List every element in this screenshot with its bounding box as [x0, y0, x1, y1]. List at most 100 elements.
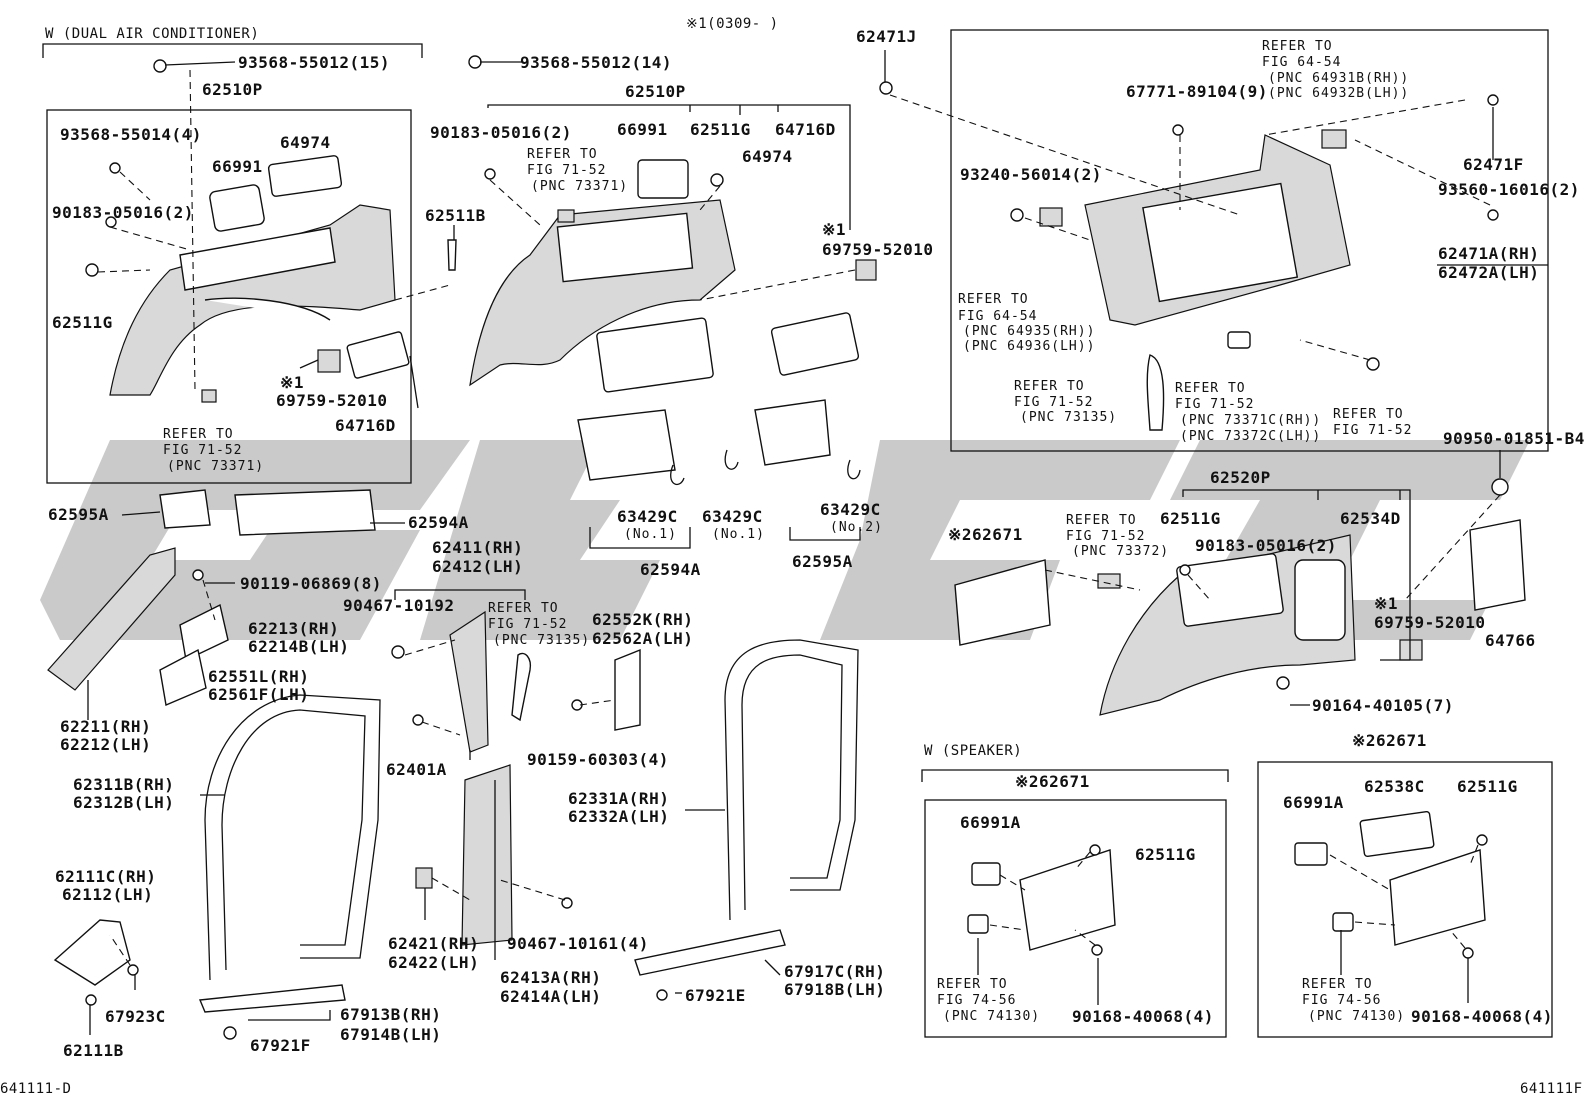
- refer-label: FIG 71-52: [1175, 397, 1254, 412]
- part-lower-trim-right: [954, 519, 1526, 716]
- part-label: 93240-56014(2): [960, 165, 1102, 184]
- refer-label: REFER TO: [1262, 39, 1333, 54]
- part-label: 64974: [280, 133, 331, 152]
- part-label: 62511G: [1160, 509, 1221, 528]
- part-label: 62538C: [1364, 777, 1425, 796]
- refer-label: (No.1): [624, 527, 677, 542]
- part-label: 90467-10192: [343, 596, 454, 615]
- refer-label: REFER TO: [1302, 977, 1373, 992]
- refer-label: REFER TO: [163, 427, 234, 442]
- part-label: 62510P: [202, 80, 263, 99]
- part-label: 69759-52010: [822, 240, 933, 259]
- refer-label: (No.2): [830, 520, 883, 535]
- part-label: 90183-05016(2): [430, 123, 572, 142]
- refer-label: (PNC 64935(RH)): [963, 324, 1095, 339]
- part-label: 90168-40068(4): [1411, 1007, 1553, 1026]
- part-label: 62413A(RH): [500, 968, 601, 987]
- part-label: 67917C(RH): [784, 962, 885, 981]
- part-label: 67921F: [250, 1036, 311, 1055]
- part-label: 90168-40068(4): [1072, 1007, 1214, 1026]
- part-label: 62520P: [1210, 468, 1271, 487]
- part-label: 64716D: [335, 416, 396, 435]
- part-label: 93568-55014(4): [60, 125, 202, 144]
- part-label: 67771-89104(9): [1126, 82, 1268, 101]
- part-label: 62471A(RH): [1438, 244, 1539, 263]
- refer-label: FIG 64-54: [1262, 55, 1341, 70]
- refer-label: (PNC 73371C(RH)): [1180, 413, 1321, 428]
- part-label: ※262671: [948, 525, 1023, 544]
- refer-label: FIG 71-52: [1014, 395, 1093, 410]
- part-label: 62594A: [408, 513, 469, 532]
- part-label: 63429C: [702, 507, 763, 526]
- footer-left-code: 641111-D: [0, 1081, 71, 1097]
- part-speaker-boxes: [967, 810, 1488, 959]
- part-label: 62212(LH): [60, 735, 151, 754]
- part-label: 62414A(LH): [500, 987, 601, 1006]
- part-pillars-weatherstrips: [47, 547, 859, 1040]
- group-frames: [42, 29, 1553, 1038]
- refer-label: FIG 64-54: [958, 309, 1037, 324]
- refer-label: (PNC 64936(LH)): [963, 339, 1095, 354]
- part-label: 62311B(RH): [73, 775, 174, 794]
- part-label: 62422(LH): [388, 953, 479, 972]
- part-label: 62595A: [792, 552, 853, 571]
- part-label: 90183-05016(2): [1195, 536, 1337, 555]
- header-note: ※1(0309- ): [686, 16, 779, 32]
- part-label: ※1: [822, 220, 846, 239]
- part-label: 62111C(RH): [55, 867, 156, 886]
- part-label: 67923C: [105, 1007, 166, 1026]
- refer-label: (PNC 73135): [493, 633, 590, 648]
- footer-right-code: 641111F: [1520, 1081, 1583, 1097]
- part-label: 62511G: [1135, 845, 1196, 864]
- part-label: ※262671: [1015, 772, 1090, 791]
- refer-label: FIG 71-52: [1333, 423, 1412, 438]
- leader-lines: [87, 50, 1548, 1035]
- part-label: 62214B(LH): [248, 637, 349, 656]
- part-label: 62111B: [63, 1041, 124, 1060]
- part-label: 63429C: [617, 507, 678, 526]
- part-label: 93568-55012(14): [520, 53, 672, 72]
- refer-label: REFER TO: [937, 977, 1008, 992]
- part-label: 62312B(LH): [73, 793, 174, 812]
- part-label: 93560-16016(2): [1438, 180, 1580, 199]
- part-label: 66991A: [960, 813, 1021, 832]
- part-label: 62471F: [1463, 155, 1524, 174]
- refer-label: REFER TO: [1333, 407, 1404, 422]
- refer-label: FIG 71-52: [1066, 529, 1145, 544]
- refer-label: FIG 74-56: [937, 993, 1016, 1008]
- part-label: 62421(RH): [388, 934, 479, 953]
- part-label: 62562A(LH): [592, 629, 693, 648]
- refer-label: REFER TO: [1014, 379, 1085, 394]
- part-label: ※262671: [1352, 731, 1427, 750]
- refer-label: FIG 71-52: [527, 163, 606, 178]
- part-label: 62561F(LH): [208, 685, 309, 704]
- refer-label: FIG 74-56: [1302, 993, 1381, 1008]
- part-label: 67921E: [685, 986, 746, 1005]
- part-label: 62551L(RH): [208, 667, 309, 686]
- refer-label: (PNC 73135): [1020, 410, 1117, 425]
- refer-label: REFER TO: [1066, 513, 1137, 528]
- part-label: 62595A: [48, 505, 109, 524]
- group-title-dual-ac: W (DUAL AIR CONDITIONER): [45, 26, 259, 42]
- part-label: 62331A(RH): [568, 789, 669, 808]
- part-label: 62411(RH): [432, 538, 523, 557]
- part-label: 62332A(LH): [568, 807, 669, 826]
- part-label: 67914B(LH): [340, 1025, 441, 1044]
- refer-label: (PNC 73372): [1072, 544, 1169, 559]
- assembly-dashed-lines: [97, 69, 1501, 966]
- part-label: 90159-60303(4): [527, 750, 669, 769]
- part-label: 66991: [617, 120, 668, 139]
- part-air-ducts: [159, 399, 861, 536]
- part-label: 64766: [1485, 631, 1536, 650]
- refer-label: (PNC 73371): [167, 459, 264, 474]
- refer-label: (PNC 74130): [943, 1009, 1040, 1024]
- part-label: 90467-10161(4): [507, 934, 649, 953]
- part-label: 64716D: [775, 120, 836, 139]
- part-label: 62534D: [1340, 509, 1401, 528]
- part-label: 66991: [212, 157, 263, 176]
- refer-label: REFER TO: [1175, 381, 1246, 396]
- part-label: 62511G: [1457, 777, 1518, 796]
- part-label: 67913B(RH): [340, 1005, 441, 1024]
